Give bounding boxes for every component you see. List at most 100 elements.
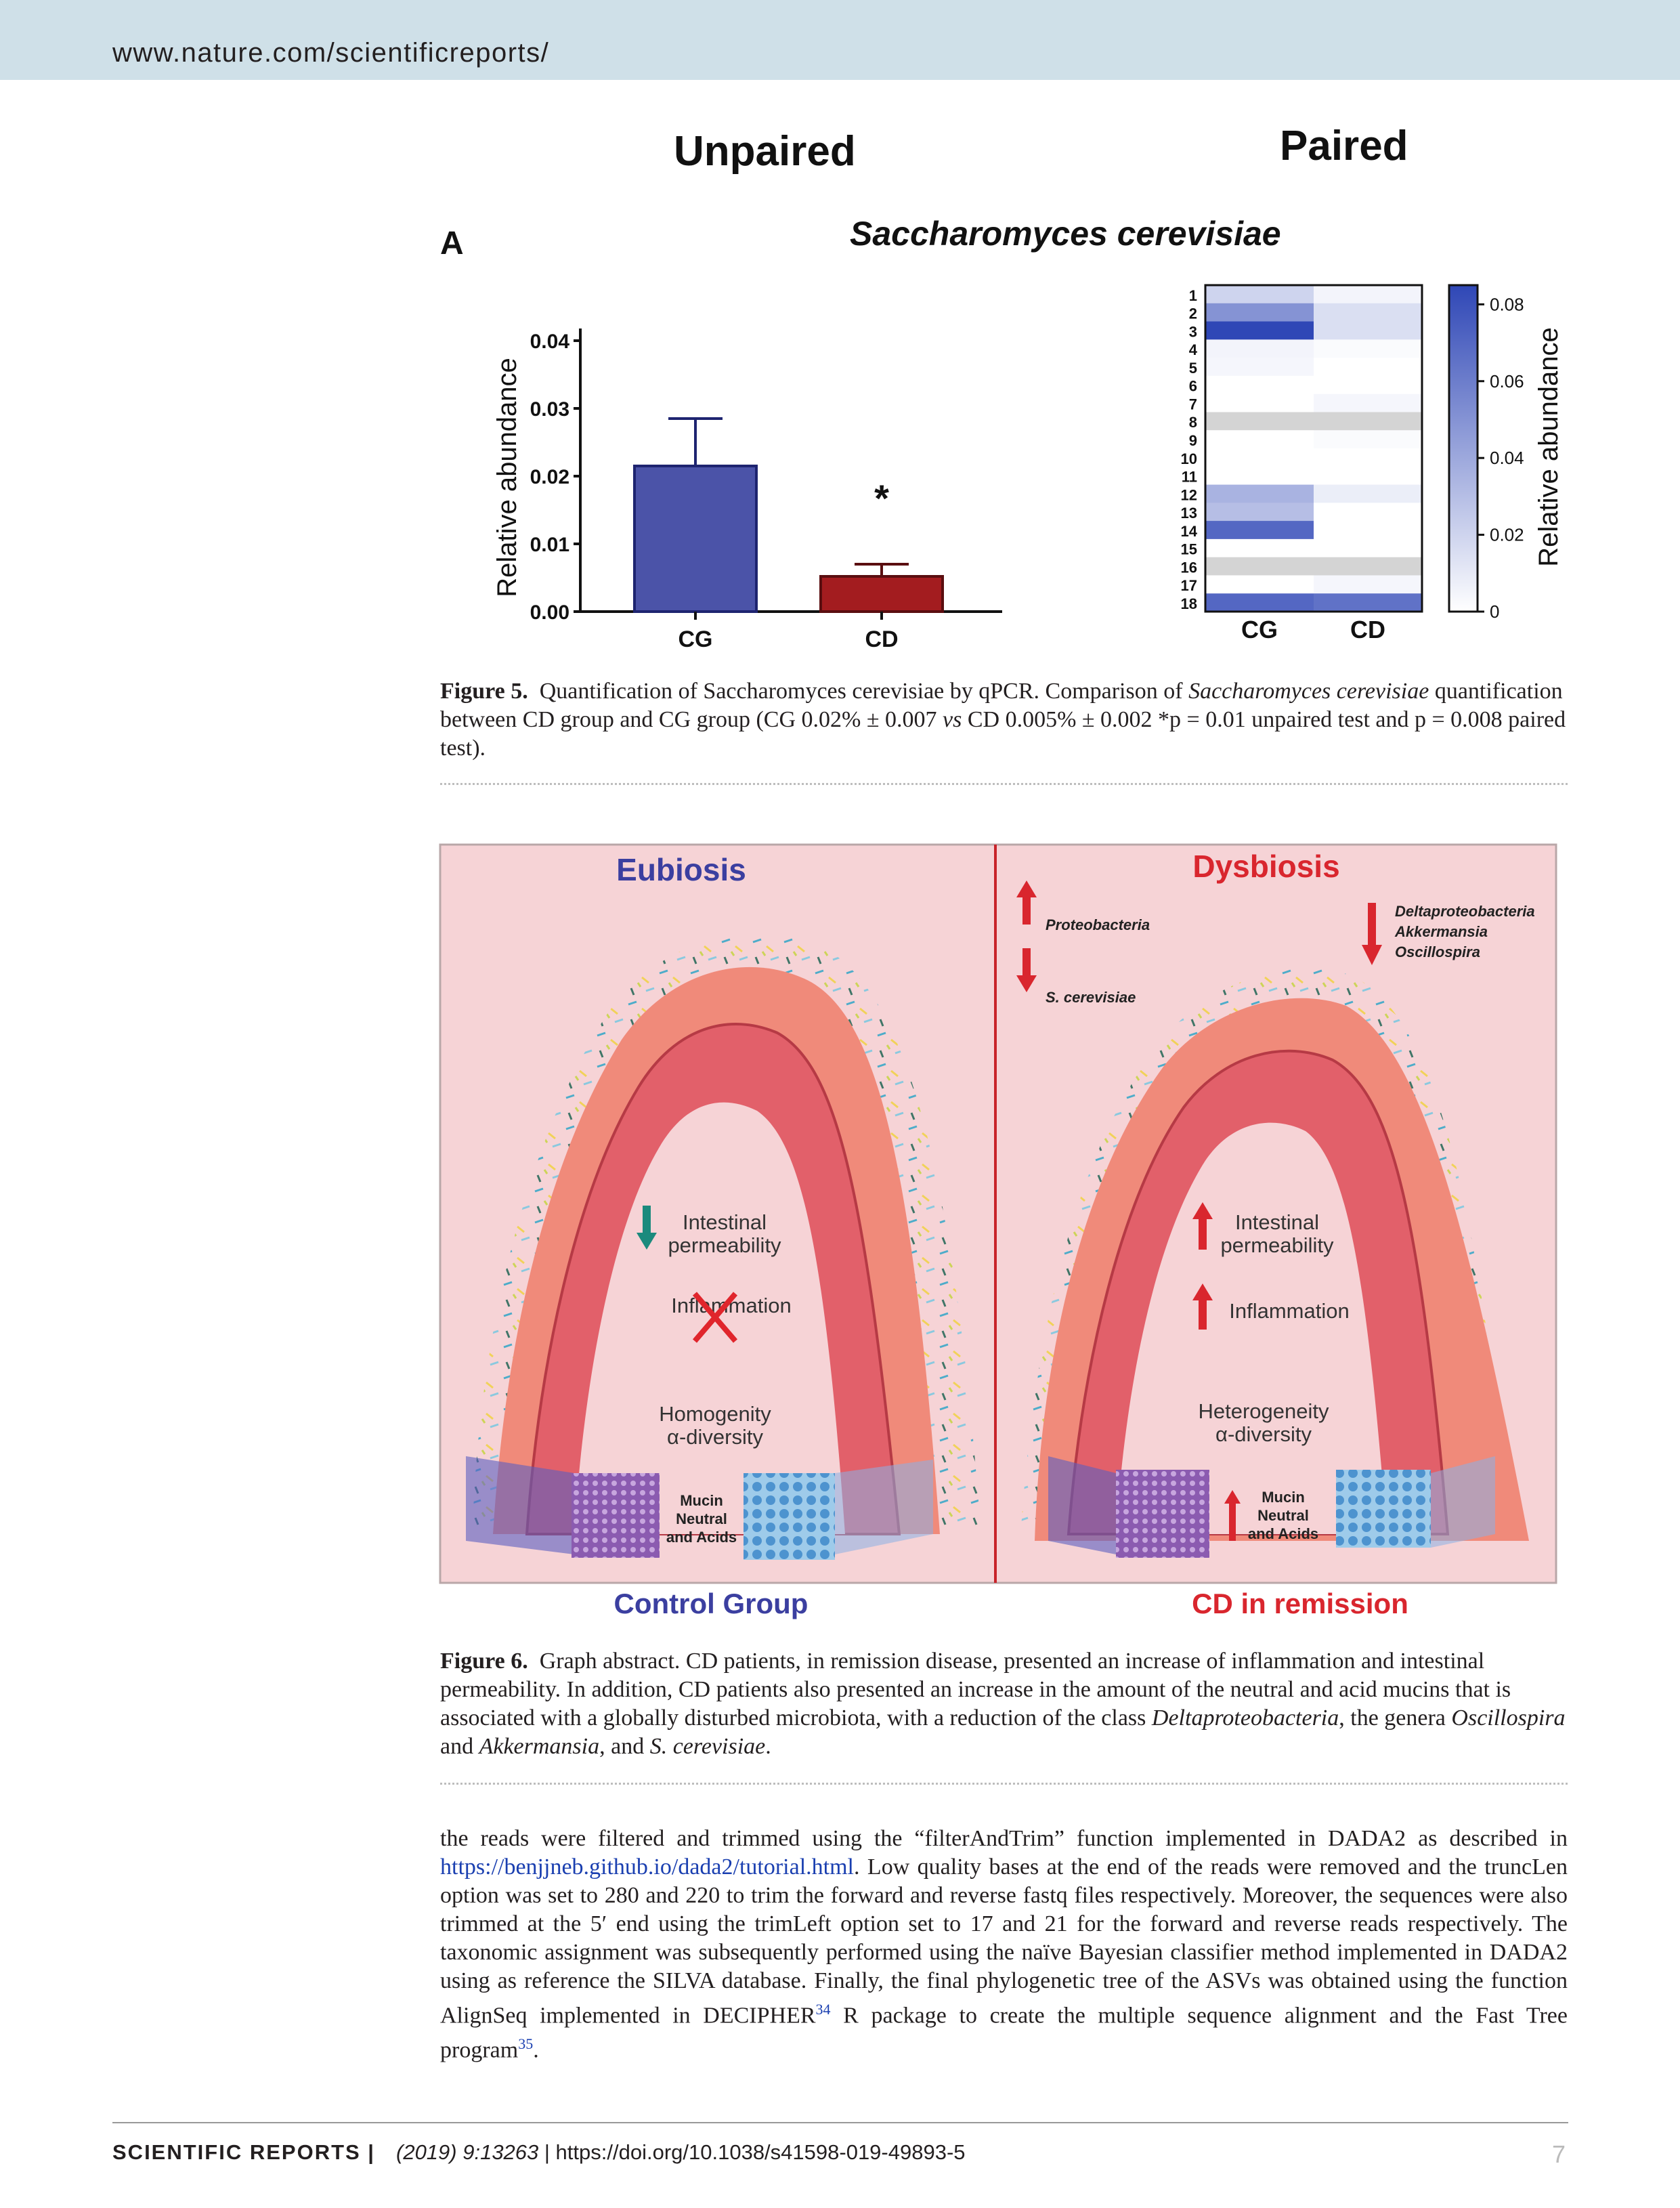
header-bar [0, 0, 1680, 80]
heatmap-row-label: 2 [1189, 305, 1197, 322]
body-text: R package to create the multiple sequenc… [440, 2003, 1568, 2063]
left-diversity-line1: Homogenity [659, 1402, 771, 1426]
figure6-caption-italic: Akkermansia [479, 1734, 600, 1759]
zoom-wedge [835, 1460, 933, 1554]
heatmap-cell [1205, 375, 1314, 395]
mucin-label-line: Mucin [1262, 1489, 1305, 1506]
footer-rule [112, 2122, 1568, 2123]
page-number: 7 [1552, 2140, 1566, 2168]
bar-y-tick-label: 0.03 [530, 398, 569, 421]
heatmap-row-label: 11 [1182, 469, 1197, 486]
bar-y-tick-label: 0.02 [530, 466, 569, 488]
heatmap-row-label: 6 [1189, 378, 1197, 395]
bar-cd [819, 575, 944, 613]
heatmap-cell [1314, 593, 1422, 612]
dysbiosis-title: Dysbiosis [1192, 849, 1339, 884]
figure6-caption-text: , and [599, 1734, 650, 1759]
down-arrow-icon [1362, 903, 1382, 965]
mucin-label-line: Neutral [676, 1510, 727, 1527]
right-permeability-line2: permeability [1220, 1233, 1334, 1257]
figure6-caption-text: , the genera [1339, 1705, 1452, 1731]
heatmap-row-label: 17 [1181, 577, 1197, 594]
dotted-separator [440, 1783, 1568, 1785]
colorbar-tick-label: 0 [1490, 601, 1499, 622]
heatmap-cell [1205, 412, 1314, 431]
bar-chart: Relative abundance 0.000.010.020.030.04 … [492, 328, 1002, 652]
heatmap-cell [1205, 430, 1314, 449]
heatmap-cell [1314, 448, 1422, 467]
down-scerevisiae-label: S. cerevisiae [1046, 989, 1136, 1006]
heatmap-row-label: 5 [1189, 360, 1197, 377]
figure5-paired-label: Paired [1280, 123, 1408, 169]
body-text: . Low quality bases at the end of the re… [440, 1854, 1568, 2029]
heatmap-cell [1205, 538, 1314, 558]
figure5-caption-label: Figure 5. [440, 679, 528, 704]
figure6-caption-label: Figure 6. [440, 1649, 528, 1674]
bar-y-tick-label: 0.00 [530, 601, 569, 624]
up-proteobacteria-label: Proteobacteria [1046, 916, 1150, 933]
heatmap-cell [1205, 285, 1314, 304]
figure5-caption: Figure 5. Quantification of Saccharomyce… [440, 677, 1568, 763]
heatmap-row-label: 4 [1189, 341, 1198, 358]
down-microbe-label: Akkermansia [1394, 923, 1488, 940]
heatmap-frame [1204, 284, 1423, 613]
right-diversity-line2: α-diversity [1215, 1422, 1312, 1446]
bar-cg [633, 465, 758, 613]
body-paragraph: the reads were filtered and trimmed usin… [440, 1825, 1568, 2065]
colorbar-tick-label: 0.04 [1490, 448, 1524, 468]
mucin-label-line: and Acids [666, 1529, 737, 1546]
heatmap-cell [1314, 285, 1422, 304]
left-permeability-line1: Intestinal [683, 1210, 767, 1234]
micrograph-hematoxylin-right [1116, 1470, 1209, 1558]
heatmap-cell [1205, 394, 1314, 412]
heatmap-cell [1205, 521, 1314, 540]
control-group-label: Control Group [614, 1588, 809, 1619]
heatmap-row-label: 12 [1181, 486, 1197, 503]
site-url[interactable]: www.nature.com/scientificreports/ [112, 38, 550, 68]
figure6-caption-text: and [440, 1734, 479, 1759]
heatmap-cell [1314, 412, 1422, 431]
dotted-separator [440, 783, 1568, 785]
up-arrow-icon [1192, 1283, 1213, 1330]
right-diversity-line1: Heterogeneity [1198, 1399, 1329, 1423]
heatmap-cell [1205, 339, 1314, 358]
figure6-caption: Figure 6. Graph abstract. CD patients, i… [440, 1647, 1568, 1761]
up-arrow-icon [1016, 880, 1037, 925]
colorbar-tick-label: 0.02 [1490, 525, 1524, 545]
heatmap-row-label: 7 [1189, 396, 1197, 412]
significance-asterisk: * [874, 477, 889, 519]
heatmap-cell [1205, 321, 1314, 340]
reference-34[interactable]: 34 [815, 2001, 831, 2018]
figure5-caption-text: Quantification of Saccharomyces cerevisi… [539, 679, 1189, 704]
down-arrow-icon [637, 1206, 657, 1250]
down-microbe-list: DeltaproteobacteriaAkkermansiaOscillospi… [1394, 903, 1535, 960]
cd-remission-label: CD in remission [1192, 1588, 1408, 1619]
up-arrow-icon [1192, 1202, 1213, 1250]
cross-icon [692, 1292, 738, 1343]
villus-right [1021, 968, 1529, 1541]
mucin-label-line: and Acids [1248, 1525, 1318, 1542]
figure5-caption-italic: Saccharomyces cerevisiae [1188, 679, 1429, 704]
heatmap-row-label: 14 [1181, 523, 1198, 540]
zoom-wedge [466, 1456, 574, 1554]
figure5-caption-text: quantification between CD group and CG g… [440, 679, 1563, 732]
reference-35[interactable]: 35 [518, 2035, 534, 2053]
figure6-caption-italic: Oscillospira [1451, 1705, 1566, 1731]
heatmap-row-label: 16 [1181, 559, 1197, 576]
body-text: . [533, 2037, 539, 2063]
colorbar-label: Relative abundance [1534, 327, 1564, 567]
figure6-caption-text: . [765, 1734, 771, 1759]
zoom-wedge [1048, 1456, 1116, 1554]
figure6-caption-italic: S. cerevisiae [649, 1734, 766, 1759]
micrograph-alcian-left [744, 1473, 835, 1560]
down-microbe-label: Oscillospira [1395, 943, 1480, 960]
right-permeability-line1: Intestinal [1235, 1210, 1319, 1234]
footer-doi[interactable]: | https://doi.org/10.1038/s41598-019-498… [538, 2140, 966, 2164]
colorbar [1448, 284, 1479, 613]
heatmap-cell [1314, 484, 1422, 503]
tutorial-link[interactable]: https://benjjneb.github.io/dada2/tutoria… [440, 1854, 854, 1880]
